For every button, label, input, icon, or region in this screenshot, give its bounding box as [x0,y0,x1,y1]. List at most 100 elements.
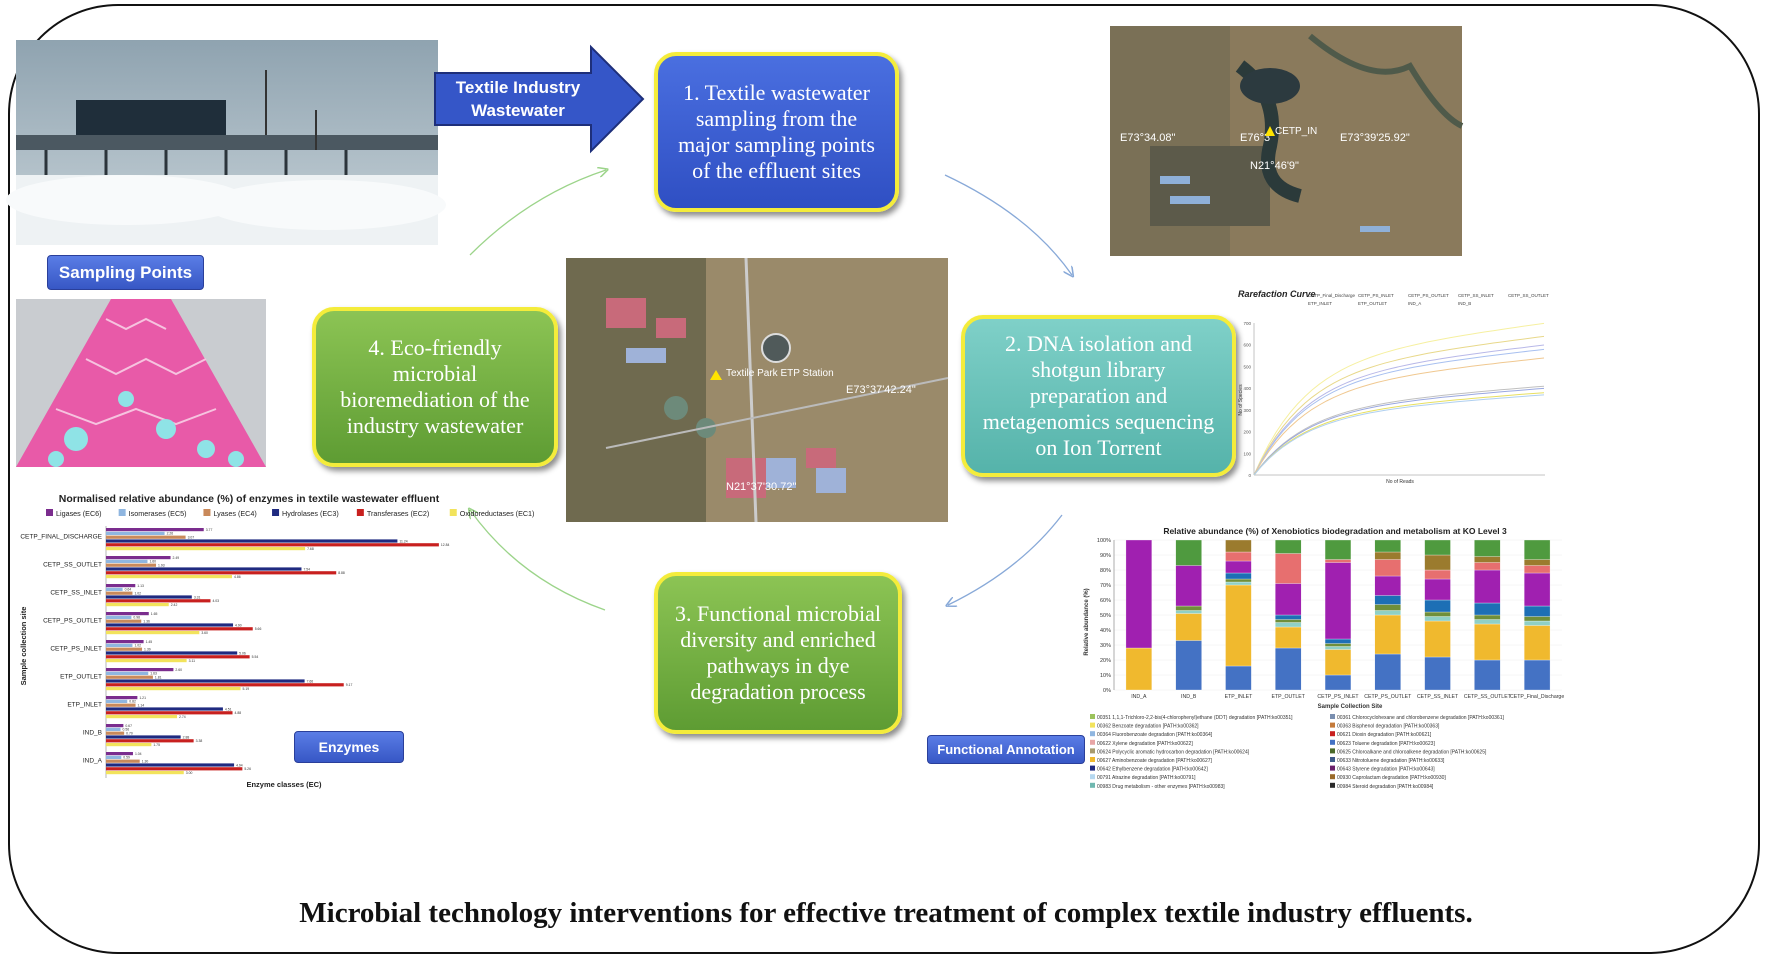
xeno-stack-segment [1474,659,1501,691]
xeno-legend-label: 00643 Styrene degradation [PATH:ko00643] [1337,767,1435,773]
enzyme-bar-value: 12.84 [441,543,450,547]
enzymes-tag: Enzymes [294,731,404,763]
step-4-box: 4. Eco-friendly microbial bioremediation… [312,307,558,467]
xeno-stack-segment [1275,583,1302,616]
enzyme-bar-value: 2.74 [179,715,186,719]
enzyme-legend-swatch [356,509,364,516]
enzyme-bar [106,763,235,767]
enzyme-bar-value: 1.04 [135,752,142,756]
enzyme-bar-value: 1.39 [144,648,151,652]
xeno-legend-swatch [1090,739,1095,745]
enzyme-bar [106,567,302,571]
xeno-legend-swatch [1330,714,1335,719]
xeno-stack-segment [1125,539,1152,649]
enzyme-bar-value: 0.98 [133,616,140,620]
map-top-coord-4: E76°3 [1240,132,1270,144]
xeno-legend-swatch [1090,765,1095,771]
xeno-category-label: CETP_PS_INLET [1317,694,1359,700]
xeno-stack-segment [1225,572,1252,580]
xeno-stack-segment [1225,578,1252,583]
xeno-stack-segment [1474,539,1501,557]
enzyme-bar-value: 2.60 [175,668,182,672]
enzyme-legend-swatch [118,509,126,516]
xeno-legend-label: 00621 Dioxin degradation [PATH:ko00621] [1337,732,1432,738]
xeno-stack-segment [1374,604,1401,611]
enzyme-bar [106,571,337,575]
xenobiotics-stacked-chart: Relative abundance (%) of Xenobiotics bi… [1084,526,1564,710]
step-1-text: 1. Textile wastewater sampling from the … [678,80,875,183]
xeno-legend-swatch [1090,731,1095,737]
xeno-stack-segment [1225,581,1252,586]
step-2-box: 2. DNA isolation and shotgun library pre… [961,315,1236,477]
rarefaction-curve [1253,394,1545,476]
rarefaction-legend-label: CETP_SS_OUTLET [1508,293,1549,298]
rarefaction-ytick: 100 [1243,451,1251,456]
xeno-legend-label: 00984 Steroid degradation [PATH:ko00984] [1337,784,1434,790]
xeno-stack-segment [1275,539,1302,554]
rarefaction-ytick: 600 [1243,343,1251,348]
enzyme-bar [106,531,165,535]
enzyme-bar [106,687,241,691]
xeno-legend-swatch [1090,757,1095,762]
enzyme-bar [106,599,211,603]
enzyme-bar-value: 7.68 [307,547,314,551]
rarefaction-legend-label: IND_B [1458,301,1471,306]
xenobiotics-legend: 00351 1,1,1-Trichloro-2,2-bis(4-chloroph… [1090,714,1504,790]
enzyme-bar-value: 7.66 [307,679,314,683]
enzyme-bar [106,696,138,700]
rarefaction-ytick: 700 [1243,321,1251,326]
enzyme-bar-value: 9.17 [346,683,353,687]
enzyme-bar [106,655,250,659]
enzyme-category-label: CETP_SS_INLET [50,590,102,597]
xeno-stack-segment [1524,620,1551,626]
xeno-stack-segment [1524,565,1551,574]
enzyme-legend-label: Lyases (EC4) [213,509,256,518]
enzyme-bar-value: 3.07 [188,536,195,540]
xeno-legend-swatch [1090,748,1095,754]
enzyme-bar [106,595,192,599]
xeno-stack-segment [1275,622,1302,628]
xeno-stack-segment [1424,554,1451,571]
xeno-legend-label: 00351 1,1,1-Trichloro-2,2-bis(4-chloroph… [1097,715,1293,721]
textile-wastewater-arrow: Textile Industry Wastewater [433,44,647,154]
xeno-legend-label: 00983 Drug metabolism - other enzymes [P… [1097,784,1225,790]
map-top-coord-3: N21°46'9" [1250,160,1299,172]
xeno-category-label: IND_A [1131,694,1147,700]
enzyme-bar-value: 3.77 [206,528,213,532]
enzyme-bar [106,640,144,644]
xeno-stack-segment [1275,626,1302,649]
xeno-category-label: ETP_OUTLET [1271,694,1305,700]
enzyme-bar [106,671,149,675]
enzyme-bar-value: 8.88 [338,571,345,575]
enzyme-bar [106,651,238,655]
enzyme-bar-value: 1.93 [158,564,165,568]
rarefaction-legend-label: CETP_PS_OUTLET [1408,293,1449,298]
enzyme-bar [106,731,125,735]
xeno-stack-segment [1324,562,1352,640]
xeno-category-label: CETP_SS_INLET [1417,694,1459,700]
xeno-stack-segment [1524,659,1551,691]
enzyme-bar [106,755,122,759]
xeno-stack-segment [1175,610,1202,614]
enzyme-bar-value: 1.02 [134,644,141,648]
enzyme-chart-title: Normalised relative abundance (%) of enz… [59,493,440,505]
step-3-box: 3. Functional microbial diversity and en… [654,572,902,734]
xeno-category-label: IND_B [1181,694,1197,700]
enzyme-bar-value: 11.24 [399,539,407,543]
xeno-stack-segment [1225,560,1252,574]
enzyme-bar [106,679,305,683]
xeno-stack-segment [1524,539,1551,560]
xeno-chart-xlabel: Sample Collection Site [1318,704,1383,710]
enzyme-bar-value: 1.21 [139,696,146,700]
enzyme-category-label: IND_B [83,730,102,737]
xeno-ytick: 80% [1100,568,1111,574]
map-center-label: Textile Park ETP Station [726,368,834,379]
enzyme-bar [106,711,233,715]
rarefaction-curve [1253,392,1545,476]
rarefaction-ytick: 300 [1243,408,1251,413]
xeno-stack-segment [1324,674,1352,691]
enzyme-legend-label: Isomerases (EC5) [129,509,187,518]
xeno-stack-segment [1225,539,1252,553]
